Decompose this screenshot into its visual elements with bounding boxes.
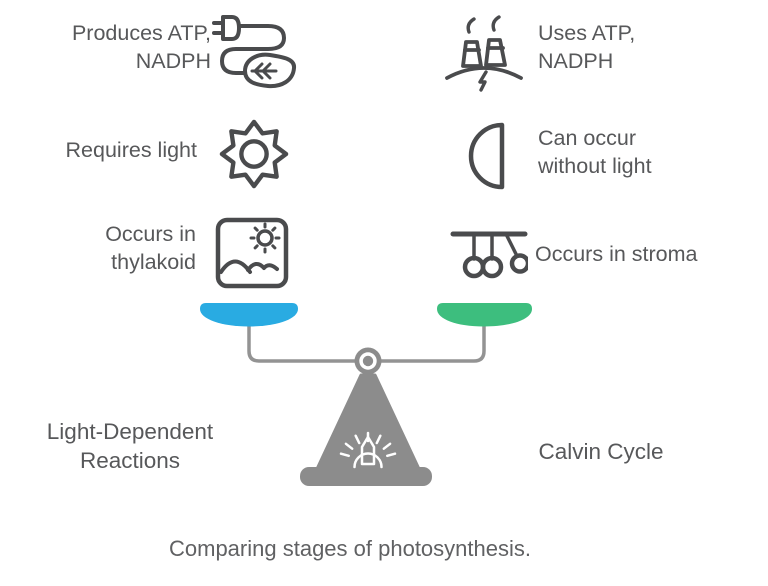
half-moon-icon bbox=[468, 122, 505, 190]
scale-pivot-center bbox=[362, 355, 374, 367]
scale-pedestal bbox=[315, 373, 421, 471]
diagram-caption: Comparing stages of photosynthesis. bbox=[169, 536, 531, 561]
left-item-1-text: Produces ATP, NADPH bbox=[71, 21, 211, 73]
right-item-1-text: Uses ATP, NADPH bbox=[538, 21, 636, 73]
landscape-picture-icon bbox=[215, 217, 289, 289]
left-pan bbox=[200, 303, 298, 327]
balance-scale bbox=[200, 303, 532, 486]
right-side-label: Calvin Cycle bbox=[538, 439, 664, 464]
power-plant-icon bbox=[445, 15, 523, 92]
scale-base bbox=[300, 467, 432, 486]
left-item-2-text: Requires light bbox=[65, 138, 197, 162]
right-item-2-text: Can occur without light bbox=[538, 126, 652, 178]
left-item-3-text: Occurs in thylakoid bbox=[105, 222, 196, 274]
scale-gauge-detail bbox=[339, 431, 397, 469]
left-side-label: Light-Dependent Reactions bbox=[46, 419, 214, 473]
right-pan bbox=[437, 303, 532, 327]
newtons-cradle-icon bbox=[450, 231, 528, 279]
plug-leaf-icon bbox=[212, 15, 296, 89]
sun-icon bbox=[219, 119, 289, 189]
right-item-3-text: Occurs in stroma bbox=[535, 242, 698, 266]
